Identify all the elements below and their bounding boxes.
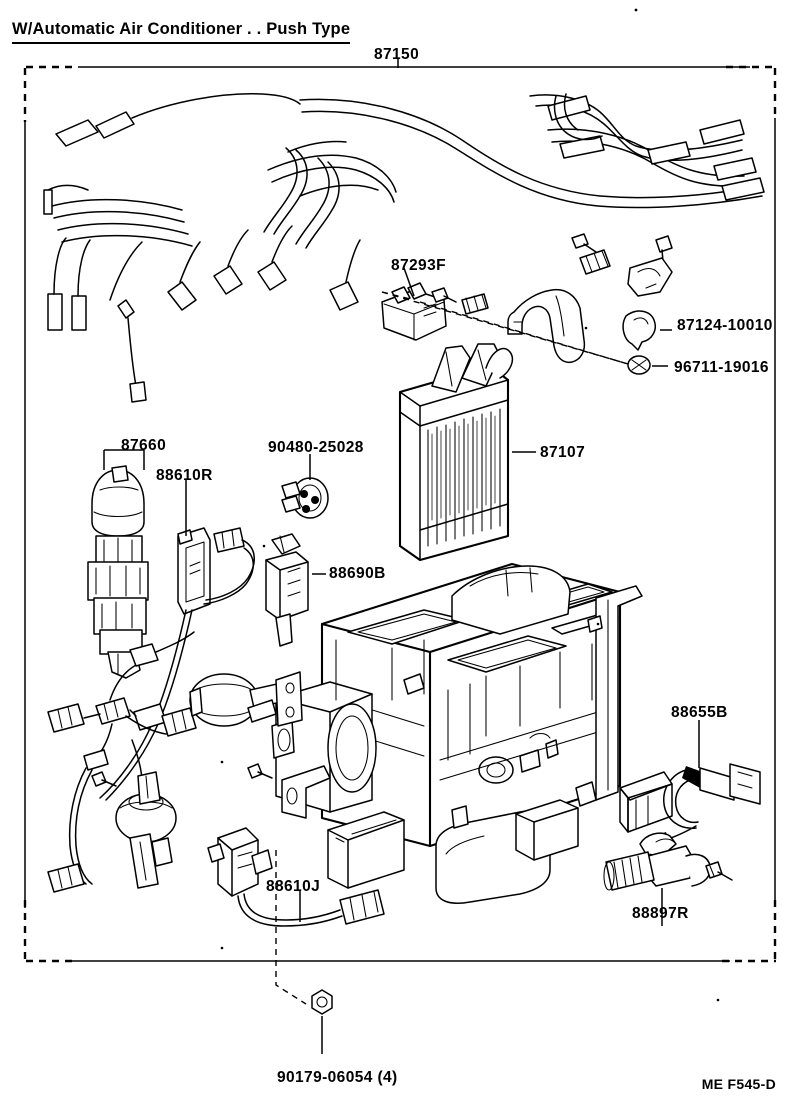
part-87293F-connector xyxy=(381,267,447,341)
label-88897R: 88897R xyxy=(632,905,689,922)
heater-hose xyxy=(507,288,586,364)
label-96711-19016: 96711-19016 xyxy=(674,359,769,376)
part-88897R-expansion-valve xyxy=(603,832,733,926)
heater-cooler-unit-assembly xyxy=(271,562,643,904)
vacuum-actuator-upper xyxy=(189,671,303,779)
label-87107: 87107 xyxy=(540,444,586,461)
upper-right-fasteners xyxy=(571,233,673,297)
label-88610J: 88610J xyxy=(266,878,321,895)
wire-harness-lower-left xyxy=(47,631,197,893)
part-88610R-amplifier xyxy=(99,480,255,801)
label-90179-06054: 90179-06054 (4) xyxy=(277,1069,398,1086)
label-87150: 87150 xyxy=(374,46,420,63)
part-88690B-solenoid xyxy=(265,533,326,647)
part-96711-grommet xyxy=(627,355,668,375)
small-fasteners-mid xyxy=(431,287,489,315)
registration-marks xyxy=(220,8,720,1002)
part-87124-clip xyxy=(622,310,672,351)
wiring-tube-bundle xyxy=(43,92,765,403)
vacuum-actuator-lower xyxy=(91,771,177,889)
part-88655B-sensor xyxy=(619,720,761,850)
part-90179-nut xyxy=(311,989,333,1054)
label-88655B: 88655B xyxy=(671,704,728,721)
page-title: W/Automatic Air Conditioner . . Push Typ… xyxy=(12,20,351,44)
part-90480-grommet xyxy=(281,454,329,519)
part-88610J-servo xyxy=(207,827,385,1005)
label-88610R: 88610R xyxy=(156,467,213,484)
label-87124-10010: 87124-10010 xyxy=(677,317,773,334)
sheet-code: ME F545-D xyxy=(701,1076,776,1092)
label-87293F: 87293F xyxy=(391,257,446,274)
part-87107-evaporator xyxy=(398,343,536,562)
group-boundary xyxy=(23,58,777,963)
label-90480-25028: 90480-25028 xyxy=(268,439,364,456)
label-88690B: 88690B xyxy=(329,565,386,582)
part-87660-servo xyxy=(87,449,149,679)
label-87660: 87660 xyxy=(121,437,167,454)
